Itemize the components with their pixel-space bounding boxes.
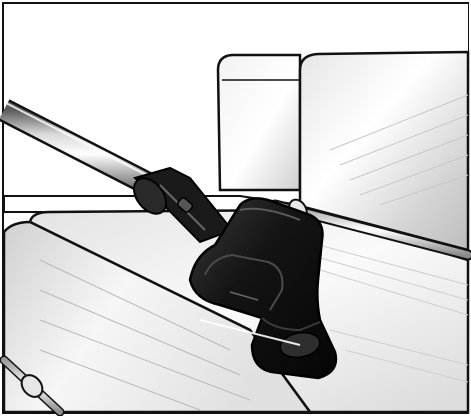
tube-connector <box>132 166 234 244</box>
turbo-brush <box>188 197 338 380</box>
front-piping-ring <box>20 374 44 398</box>
seat-front-face <box>2 220 313 414</box>
surface-gleam <box>199 319 301 346</box>
seat-shading-lines <box>299 239 469 383</box>
front-shading-lines <box>39 259 251 411</box>
vacuum-tube <box>0 101 165 199</box>
tube-highlight <box>5 102 159 182</box>
back-cushion-left <box>216 53 302 192</box>
release-button-icon <box>176 197 194 213</box>
back-cushion-right <box>298 50 470 252</box>
cushion-shading-lines <box>329 94 469 206</box>
